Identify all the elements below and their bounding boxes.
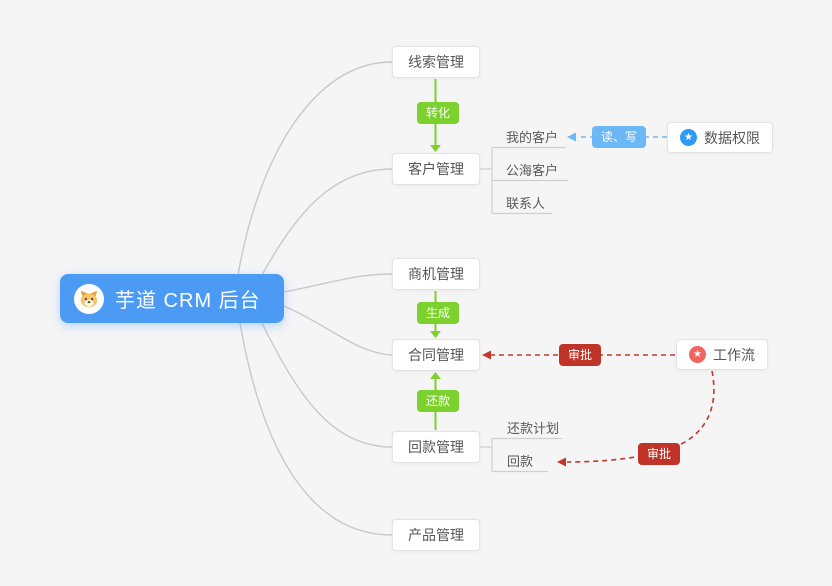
subnode-repayment[interactable]: 回款 [507,454,534,469]
edge-root-receivables [261,322,393,448]
edge-label-generate[interactable]: 生成 [417,302,460,324]
subnode-public-sea-customers[interactable]: 公海客户 [506,163,559,178]
edge-root-leads [237,61,393,276]
edge-label-read-write[interactable]: 读、写 [592,126,647,148]
subnode-my-customers[interactable]: 我的客户 [506,130,559,145]
node-contracts[interactable]: 合同管理 [392,339,480,371]
approve-repayment-arrowhead [557,457,566,467]
node-data-permission-label: 数据权限 [704,129,760,146]
edge-label-repay[interactable]: 还款 [417,390,460,412]
star-icon: ★ [689,346,706,363]
star-icon: ★ [680,129,697,146]
convert-arrowhead [430,145,441,152]
subnode-contacts[interactable]: 联系人 [506,196,546,211]
root-node-crm-backend[interactable]: 芋道 CRM 后台 [60,274,284,323]
node-opportunities[interactable]: 商机管理 [392,258,480,290]
edge-root-contracts [283,305,393,356]
edge-label-approve-repayment[interactable]: 审批 [638,443,681,465]
edge-label-approve-contract[interactable]: 审批 [559,344,602,366]
node-leads[interactable]: 线索管理 [392,46,480,78]
edge-label-convert[interactable]: 转化 [417,102,460,124]
edge-root-customers [261,168,393,276]
read-write-arrowhead [567,132,576,142]
edge-root-opportunities [283,273,393,293]
node-receivables[interactable]: 回款管理 [392,431,480,463]
node-data-permission[interactable]: ★ 数据权限 [667,122,773,153]
edge-root-products [239,322,393,536]
subnode-repayment-plan[interactable]: 还款计划 [507,421,560,436]
root-node-label: 芋道 CRM 后台 [115,290,261,312]
node-workflow-label: 工作流 [713,346,755,363]
node-products[interactable]: 产品管理 [392,519,480,551]
approve-contract-arrowhead [482,350,491,360]
node-customers[interactable]: 客户管理 [392,153,480,185]
dog-face-icon [74,283,104,314]
repay-arrowhead [430,372,441,379]
node-workflow[interactable]: ★ 工作流 [676,339,768,370]
edge-receivables-children [480,437,562,473]
generate-arrowhead [430,331,441,338]
edge-customers-children [480,146,568,215]
